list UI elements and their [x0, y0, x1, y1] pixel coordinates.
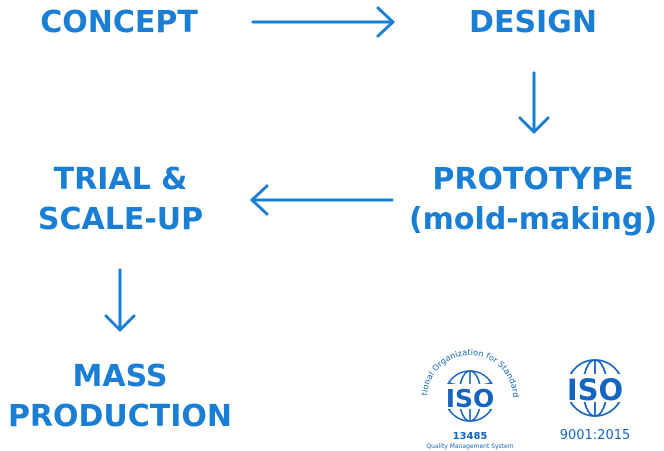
iso-13485-caption: Quality Management System — [426, 443, 513, 450]
iso-9001-logo: ISO 9001:2015 — [556, 359, 634, 443]
step-design: DESIGN — [455, 3, 611, 43]
iso-13485-mark: ISO — [446, 384, 495, 413]
step-concept-label: CONCEPT — [40, 5, 198, 40]
iso-9001-number: 9001:2015 — [560, 428, 631, 443]
step-trial-line-1: TRIAL & — [53, 162, 188, 197]
step-mass-production: MASS PRODUCTION — [0, 357, 240, 437]
step-trial-scale-up: TRIAL & SCALE-UP — [18, 160, 223, 240]
step-mass-line-1: MASS — [72, 359, 168, 394]
iso-9001-mark: ISO — [567, 373, 623, 407]
step-prototype-line-1: PROTOTYPE — [432, 162, 634, 197]
step-prototype-line-2: (mold-making) — [408, 202, 658, 237]
step-design-label: DESIGN — [469, 5, 597, 40]
iso-13485-number: 13485 — [453, 431, 488, 442]
step-mass-line-2: PRODUCTION — [7, 399, 233, 434]
step-concept: CONCEPT — [33, 3, 205, 43]
step-trial-line-2: SCALE-UP — [37, 202, 204, 237]
iso-13485-logo: International Organization for Standardi… — [412, 332, 521, 450]
step-prototype: PROTOTYPE (mold-making) — [398, 160, 664, 240]
